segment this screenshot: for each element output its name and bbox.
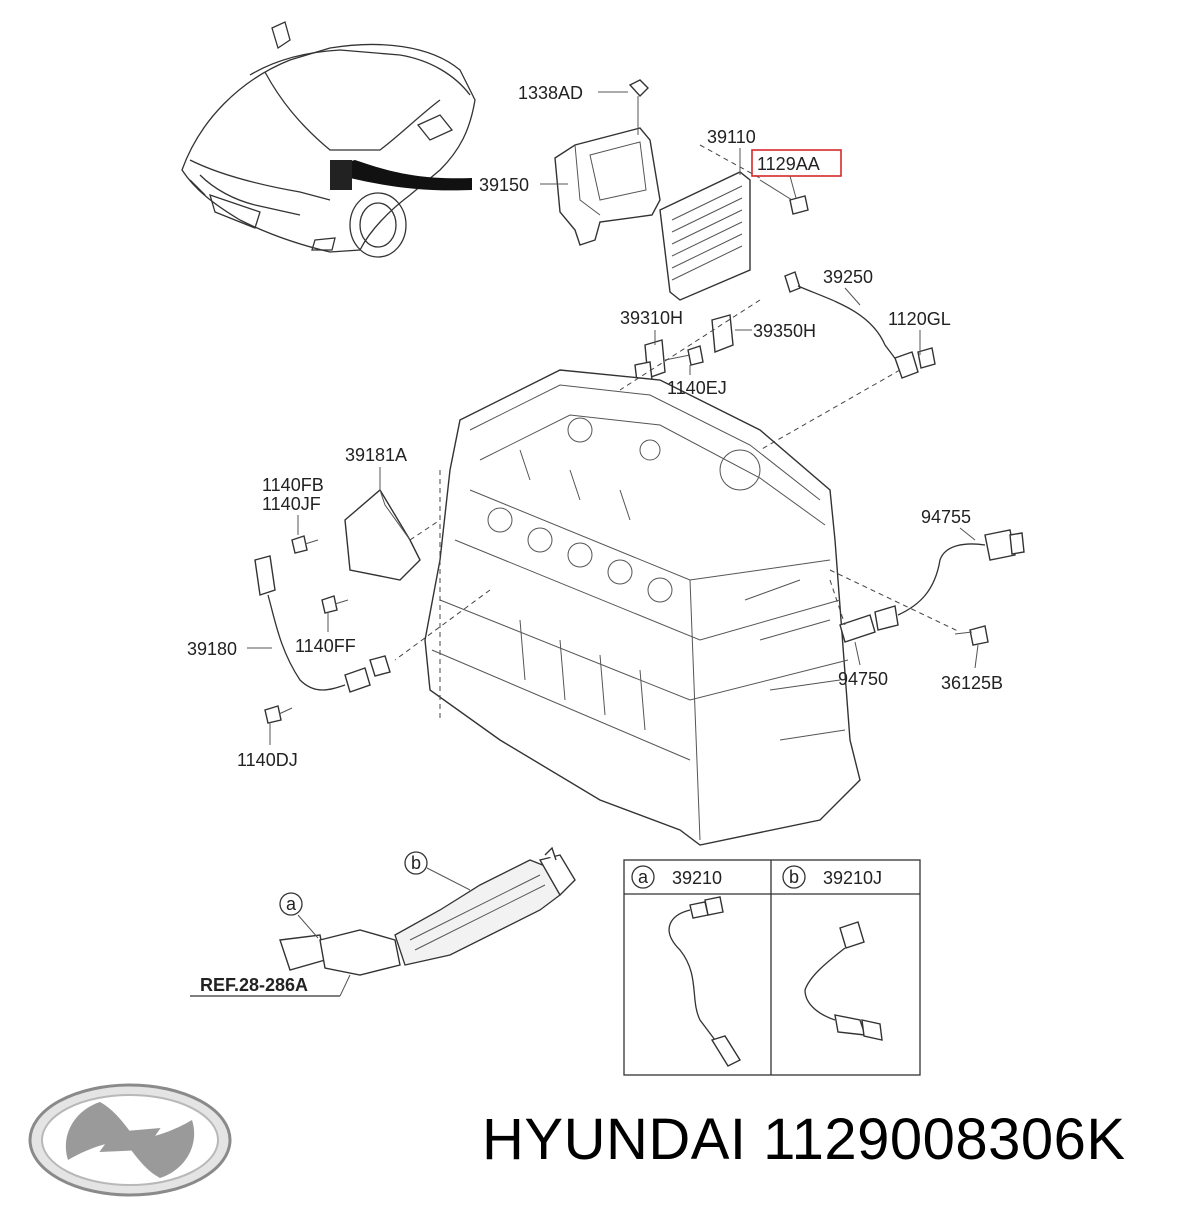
ecu-bracket [554,79,661,246]
callout-39310H: 39310H [620,308,683,328]
callout-1140FB: 1140FB [262,475,324,495]
highlight-box [751,149,842,177]
temp-sensor-94750 [839,529,1025,646]
callout-1140EJ: 1140EJ [667,378,727,398]
inset-part-b: 39210J [823,868,882,888]
callout-1338AD: 1338AD [518,83,583,103]
brand-part-number: HYUNDAI 1129008306K [482,1106,1126,1173]
ref-28-286A: REF.28-286A [200,975,308,995]
inset-marker-b: b [789,867,799,887]
part-number: 1129008306K [763,1107,1126,1172]
oxygen-sensor-39180 [254,555,391,693]
engine-block [424,369,861,846]
callout-39350H: 39350H [753,321,816,341]
callout-1120GL: 1120GL [888,309,951,329]
hyundai-logo [28,1083,232,1197]
inset-part-a: 39210 [672,868,722,888]
marker-b-label: b [411,853,421,873]
marker-a-circle [279,892,303,916]
knock-sensor-39250 [784,271,936,379]
callout-39181A: 39181A [345,445,407,465]
vehicle-illustration [181,21,476,258]
callout-1140JF: 1140JF [262,494,321,514]
callout-1140DJ: 1140DJ [237,750,298,770]
callout-39110: 39110 [707,127,756,147]
callout-39250: 39250 [823,267,873,287]
inset-sensors-table: a 39210 b 39210J [623,859,921,1076]
bolts-left [264,535,349,724]
callout-94750: 94750 [838,669,888,689]
dashed-leaders [394,144,961,720]
marker-b-circle [404,851,428,875]
callout-36125B: 36125B [941,673,1003,693]
callout-1129AA: 1129AA [757,154,820,174]
marker-a-label: a [286,894,297,914]
callout-39180: 39180 [187,639,237,659]
catalytic-converter [279,846,576,976]
inset-marker-a: a [638,867,649,887]
callout-39150: 39150 [479,175,529,195]
callout-94755: 94755 [921,507,971,527]
markers-callouts: a b REF.28-286A [190,851,471,997]
brand-name: HYUNDAI [482,1107,747,1172]
heat-shield-39181A [344,488,421,581]
callout-1140FF: 1140FF [295,636,356,656]
callout-labels: 1338AD 39110 1129AA 39150 39250 39310H 3… [187,83,1003,770]
